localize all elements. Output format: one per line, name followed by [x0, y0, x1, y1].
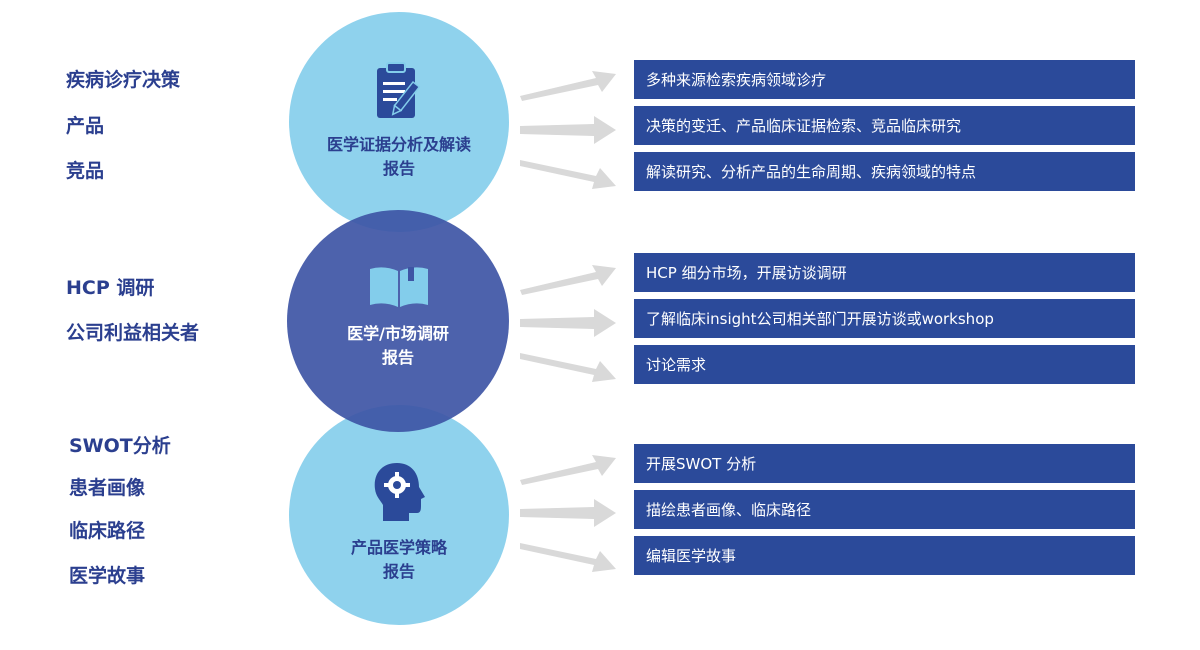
left-label-patient-profile: 患者画像: [69, 477, 146, 499]
left-label-stakeholders: 公司利益相关者: [66, 322, 200, 344]
box-evidence-2: 决策的变迁、产品临床证据检索、竞品临床研究: [634, 106, 1135, 145]
box-strategy-2: 描绘患者画像、临床路径: [634, 490, 1135, 529]
circle-survey-title: 医学/市场调研: [347, 324, 449, 343]
left-label-clinical-pathway: 临床路径: [69, 520, 146, 542]
box-strategy-1: 开展SWOT 分析: [634, 444, 1135, 483]
circle-evidence-report: 医学证据分析及解读 报告: [289, 12, 509, 232]
left-label-hcp-survey: HCP 调研: [66, 277, 155, 299]
circle-survey-report: 医学/市场调研 报告: [287, 210, 509, 432]
arrow-icon: [520, 309, 616, 337]
box-survey-3: 讨论需求: [634, 345, 1135, 384]
arrow-icon: [520, 353, 616, 382]
arrow-icon: [520, 455, 616, 485]
circle-strategy-subtitle: 报告: [382, 562, 415, 581]
clipboard-pen-icon: [377, 62, 421, 118]
arrow-icon: [520, 71, 616, 101]
open-book-icon: [370, 267, 428, 307]
left-label-swot: SWOT分析: [69, 435, 171, 457]
circle-survey-subtitle: 报告: [381, 348, 414, 367]
left-label-disease-decision: 疾病诊疗决策: [66, 69, 181, 91]
arrow-icon: [520, 160, 616, 189]
box-evidence-1: 多种来源检索疾病领域诊疗: [634, 60, 1135, 99]
left-label-competitor: 竞品: [66, 160, 105, 182]
box-strategy-3: 编辑医学故事: [634, 536, 1135, 575]
arrow-icon: [520, 116, 616, 144]
box-evidence-3: 解读研究、分析产品的生命周期、疾病领域的特点: [634, 152, 1135, 191]
box-survey-2: 了解临床insight公司相关部门开展访谈或workshop: [634, 299, 1135, 338]
box-survey-1: HCP 细分市场，开展访谈调研: [634, 253, 1135, 292]
circle-strategy-title: 产品医学策略: [350, 538, 447, 557]
arrow-icon: [520, 499, 616, 527]
left-label-medical-story: 医学故事: [69, 565, 146, 587]
circle-evidence-subtitle: 报告: [382, 159, 415, 178]
arrow-icon: [520, 265, 616, 295]
left-label-product: 产品: [66, 115, 105, 137]
circle-evidence-title: 医学证据分析及解读: [326, 135, 471, 154]
arrow-icon: [520, 543, 616, 572]
head-gear-icon: [374, 463, 425, 521]
circle-strategy-report: 产品医学策略 报告: [289, 405, 509, 625]
